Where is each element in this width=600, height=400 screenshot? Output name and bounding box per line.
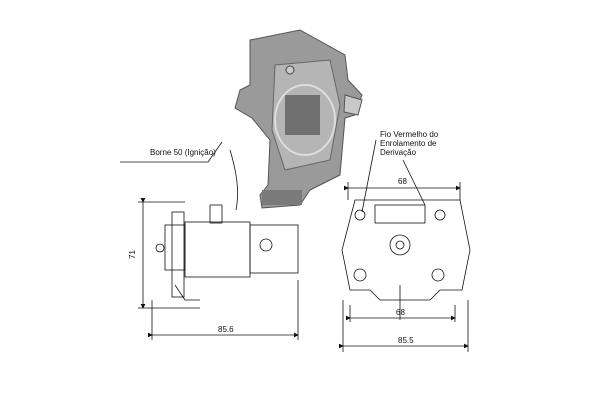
terminal-label: Borne 50 (Ignição) — [150, 148, 216, 157]
front-view-drawing — [339, 139, 471, 352]
wire-label-line1: Fio Vermelho do — [380, 130, 439, 139]
wire-label-line3: Derivação — [380, 148, 417, 157]
dim-side-height: 71 — [127, 250, 137, 259]
dim-front-top-width: 68 — [398, 177, 407, 186]
side-view-drawing — [120, 141, 299, 340]
dim-front-total-width: 85.5 — [398, 336, 414, 345]
dim-side-length: 85.6 — [218, 325, 234, 334]
dim-front-bottom-width: 68 — [396, 308, 405, 317]
product-photo — [234, 29, 363, 209]
wire-label-line2: Enrolamento de — [380, 139, 437, 148]
